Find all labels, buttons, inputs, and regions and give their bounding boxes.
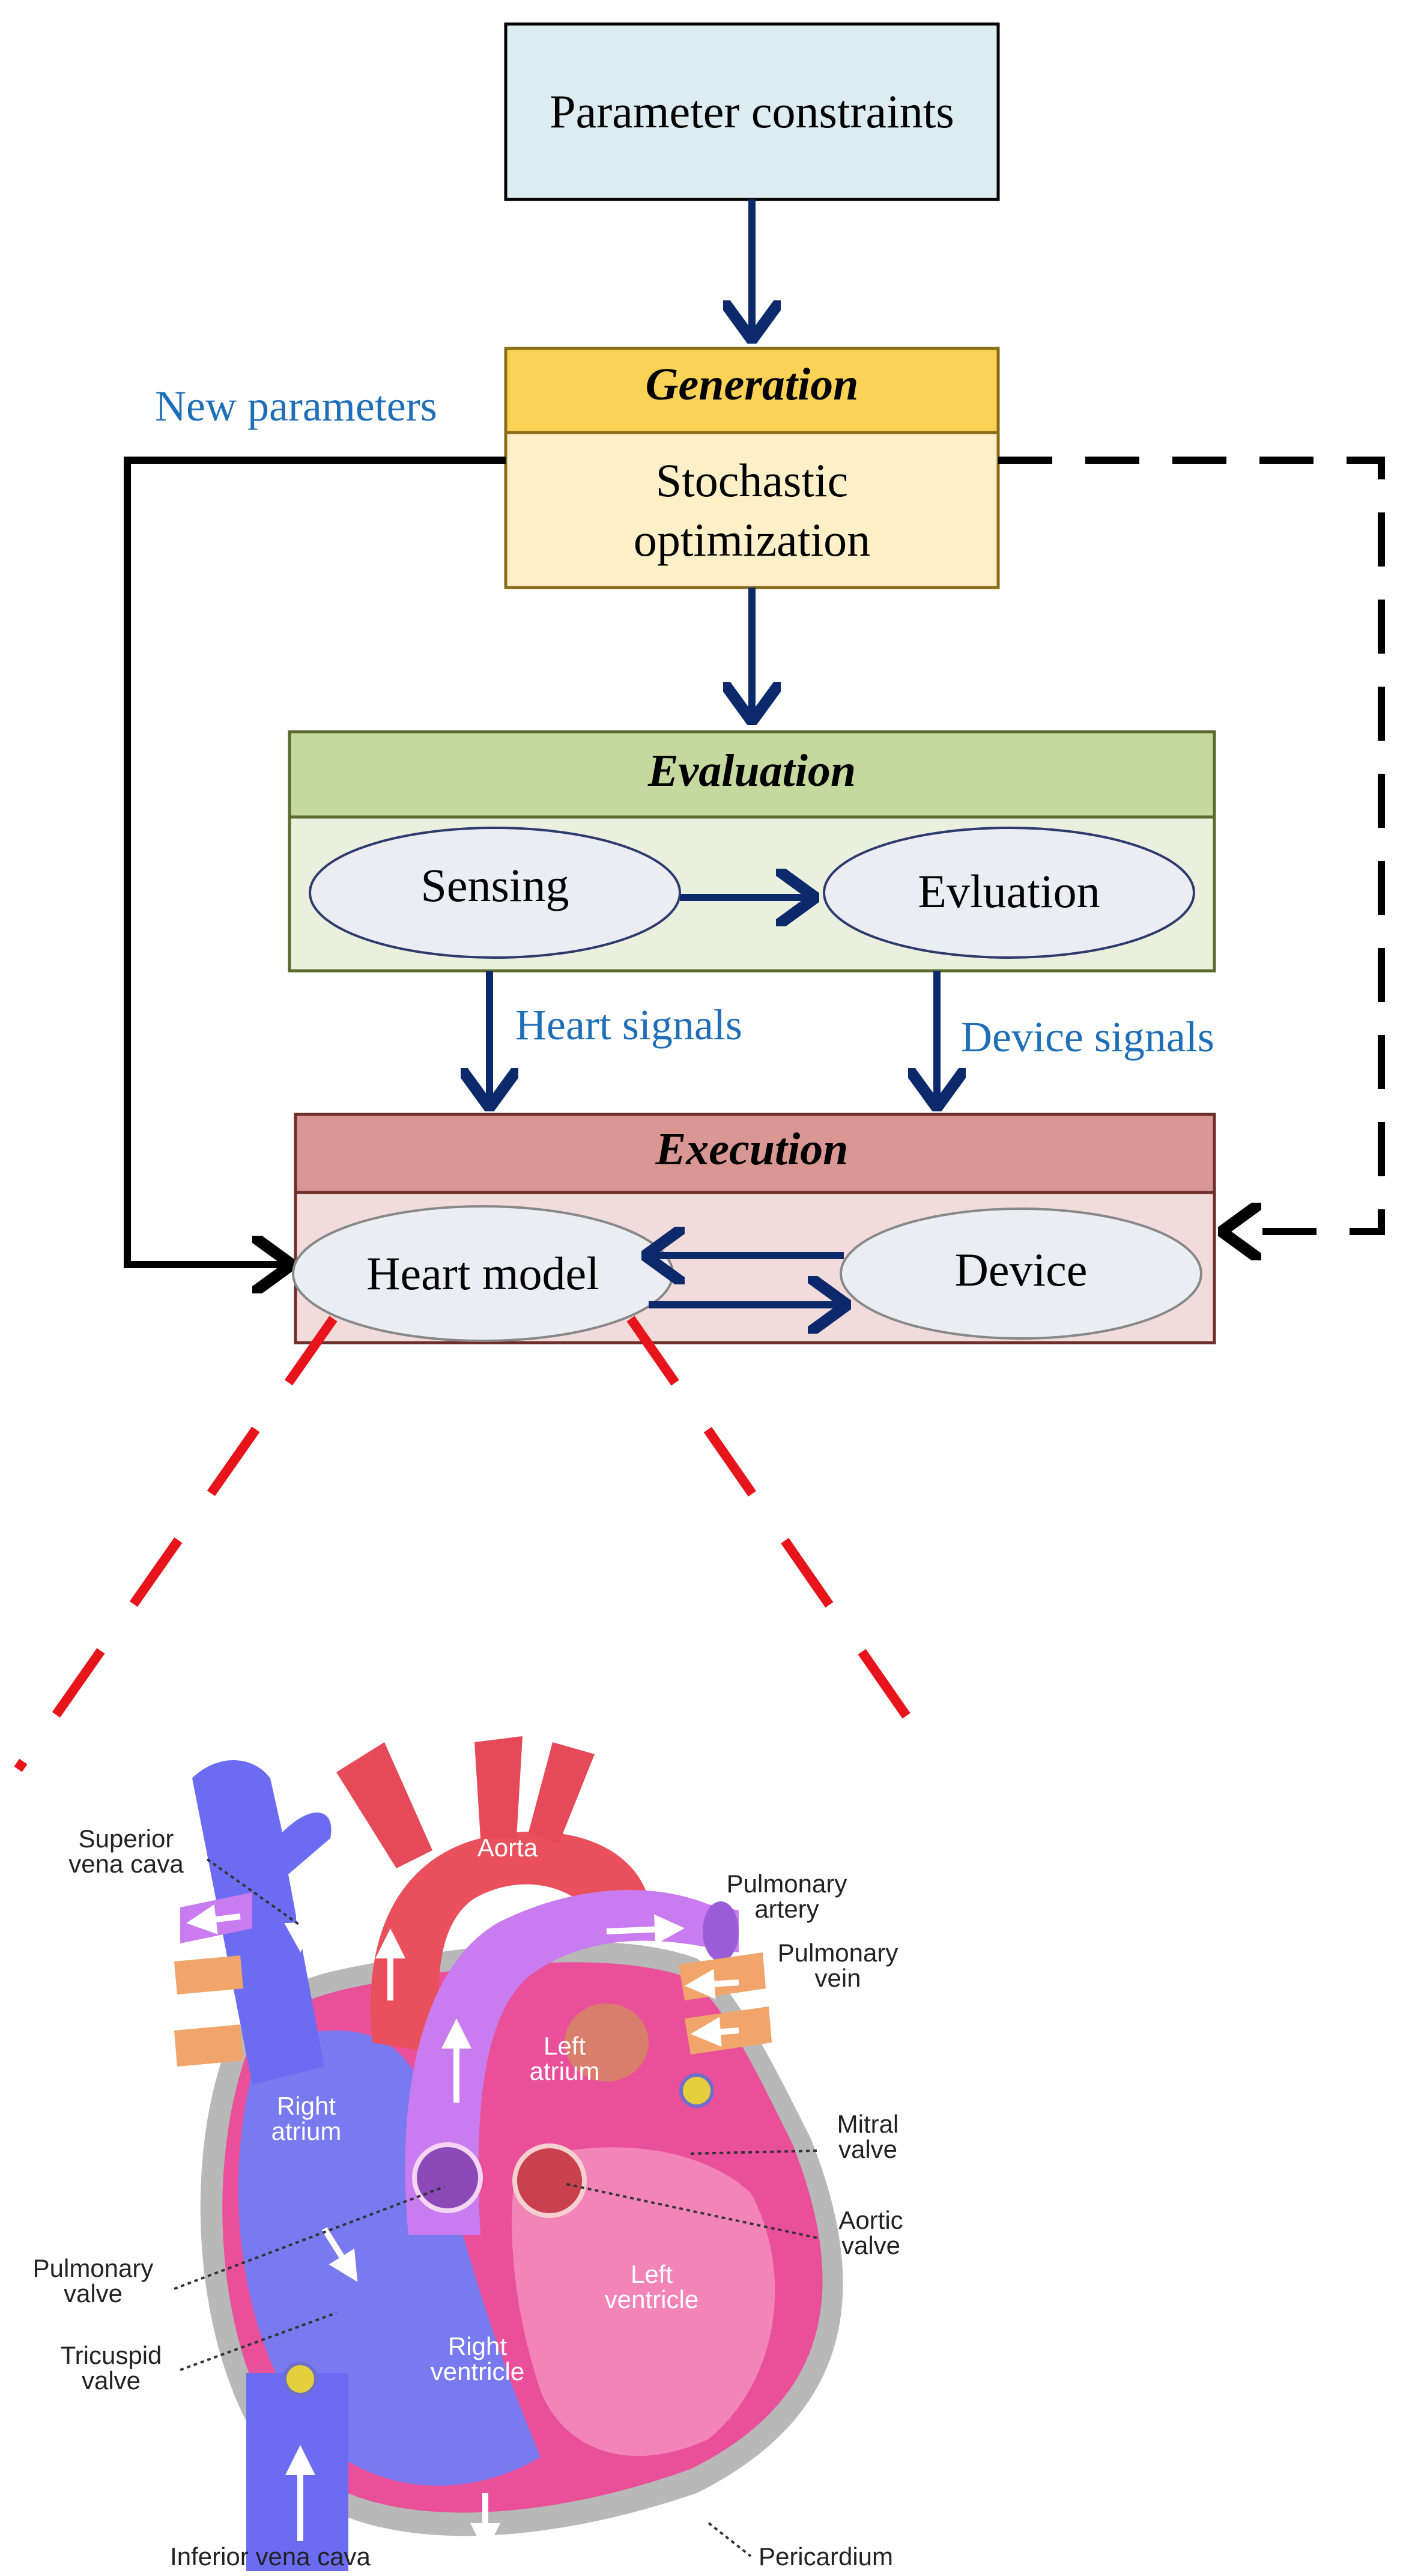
aorta-branch-3 <box>529 1742 595 1844</box>
generation-header <box>504 347 1000 434</box>
superior-vena-cava-label-1: Superior <box>79 1824 174 1853</box>
mitral-valve-label-1: Mitral <box>837 2110 899 2138</box>
pulmonary-valve-label-1: Pulmonary <box>33 2254 154 2282</box>
evluation-label: Evluation <box>918 865 1100 917</box>
generation-block: Generation Stochastic optimization <box>504 347 1000 589</box>
evaluation-block: Evaluation Sensing Evluation <box>288 730 1216 973</box>
flow-arrow <box>691 2017 739 2047</box>
tricuspid-valve-label-1: Tricuspid <box>61 2341 162 2369</box>
aorta <box>370 1831 649 2055</box>
device-signals-label: Device signals <box>961 1013 1214 1061</box>
sensing-label: Sensing <box>420 859 569 911</box>
pulmonary-vein-label-1: Pulmonary <box>778 1939 898 1967</box>
aortic-valve-shape <box>512 2143 587 2218</box>
zoom-line-right <box>626 1316 935 1754</box>
aorta-branch-1 <box>336 1742 432 1868</box>
evluation-node <box>823 827 1195 959</box>
right-atrium-label-2: atrium <box>271 2117 342 2145</box>
left-atrium-shape <box>565 2003 649 2082</box>
execution-header <box>294 1113 1216 1194</box>
sensing-node <box>309 827 681 959</box>
pericardium-label: Pericardium <box>759 2542 893 2571</box>
evaluation-title: Evaluation <box>647 746 856 796</box>
generation-title: Generation <box>646 359 859 410</box>
heart-signals-label: Heart signals <box>515 1001 742 1049</box>
new-parameters-connector <box>124 457 506 1265</box>
mitral-valve-shape <box>679 2073 714 2108</box>
left-atrium-label-1: Left <box>544 2032 586 2060</box>
right-ventricle-label-2: ventricle <box>431 2357 524 2386</box>
flow-arrow <box>606 1914 685 1945</box>
tricuspid-valve-shape <box>283 2362 318 2396</box>
device-node <box>840 1208 1202 1340</box>
pulmonary-valve-label-2: valve <box>64 2279 123 2307</box>
flow-arrow <box>284 1874 315 1952</box>
leader-pulmonary-valve <box>174 2186 445 2290</box>
mitral-valve-label-2: valve <box>838 2135 897 2163</box>
dashed-device-connector <box>998 457 1385 1232</box>
zoom-line-left <box>14 1316 338 1772</box>
right-ventricle-label-1: Right <box>448 2332 507 2360</box>
heart-model-label: Heart model <box>366 1247 599 1299</box>
pulmonary-artery <box>405 1890 739 2235</box>
pulmonary-valve-shape <box>412 2142 483 2213</box>
left-ventricle-label-1: Left <box>631 2260 673 2288</box>
pulmonary-vein-label-2: vein <box>814 1964 861 1992</box>
execution-title: Execution <box>655 1124 849 1174</box>
leader-superior-vena-cava <box>206 1858 301 1927</box>
leader-pericardium <box>708 2522 752 2557</box>
pulmonary-vein-3 <box>174 1955 243 1994</box>
new-parameters-label: New parameters <box>155 382 437 430</box>
execution-block: Execution Heart model Device <box>292 1113 1216 1344</box>
inferior-vena-cava-label: Inferior vena cava <box>170 2542 371 2571</box>
optimization-label: optimization <box>634 514 870 566</box>
flow-arrow <box>186 1904 241 1934</box>
tricuspid-valve-label-2: valve <box>82 2366 141 2395</box>
pulmonary-vein-4 <box>174 2025 243 2067</box>
aorta-branch-2 <box>474 1736 523 1838</box>
evaluation-header <box>288 730 1216 819</box>
left-ventricle <box>512 2147 775 2456</box>
pulmonary-artery-label-1: Pulmonary <box>727 1870 847 1898</box>
left-ventricle-label-2: ventricle <box>605 2285 698 2313</box>
aorta-label: Aorta <box>477 1833 538 1862</box>
left-atrium-label-2: atrium <box>530 2057 600 2085</box>
device-label: Device <box>955 1244 1088 1296</box>
parameter-constraints-box: Parameter constraints <box>504 22 1000 201</box>
stochastic-label: Stochastic <box>656 454 849 506</box>
pulmonary-artery-end <box>703 1901 739 1961</box>
flow-arrow <box>321 2227 358 2282</box>
leader-tricuspid-valve <box>180 2312 337 2371</box>
pulmonary-artery-label-2: artery <box>754 1895 819 1923</box>
aortic-valve-label-2: valve <box>841 2231 900 2259</box>
right-atrium-label-1: Right <box>277 2092 336 2120</box>
heart-illustration: Aorta Left atrium Right atrium Left vent… <box>33 1736 903 2571</box>
superior-vena-cava <box>192 1760 332 2085</box>
superior-vena-cava-label-2: vena cava <box>68 1850 184 1878</box>
aortic-valve-label-1: Aortic <box>838 2206 903 2234</box>
flow-arrow <box>685 1969 739 1999</box>
parameter-constraints-label: Parameter constraints <box>550 85 954 138</box>
